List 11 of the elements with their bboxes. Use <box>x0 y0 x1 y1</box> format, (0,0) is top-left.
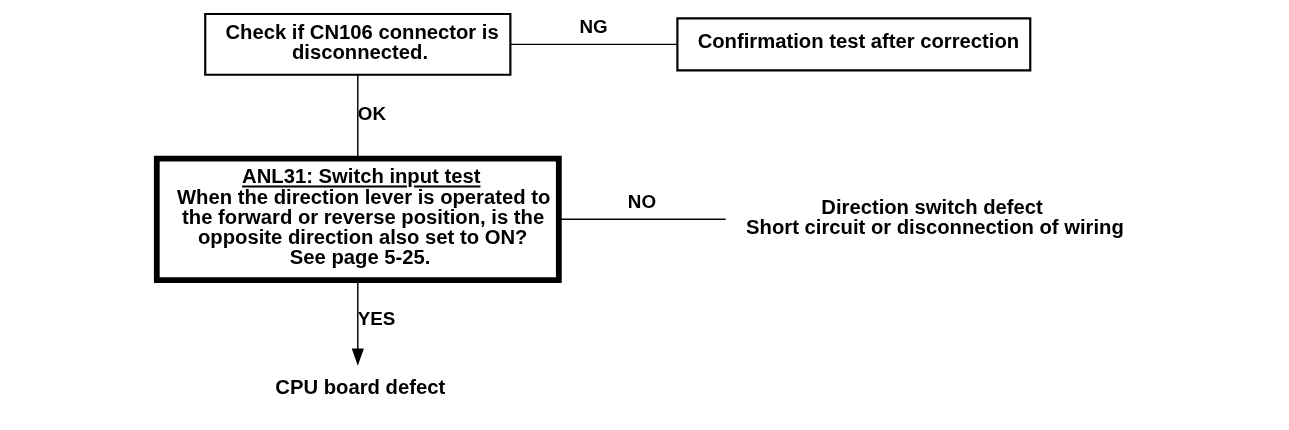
edge-label: NO <box>627 191 657 213</box>
connector <box>509 43 678 46</box>
node-box: ANL31: Switch input test When the direction lever is operated to the forward or reverse position, is the opposite direction also set to ON? See page 5-25. <box>153 155 562 283</box>
node-box: Check if CN106 connector is disconnected. <box>204 12 512 76</box>
edge-label: YES <box>357 308 396 330</box>
connector <box>558 218 727 221</box>
node-text: CPU board defect <box>275 375 446 398</box>
edge-label: NG <box>579 16 608 38</box>
edge-label: OK <box>357 103 386 125</box>
node-text: Direction switch defect Short circuit or disconnection of wiring <box>746 195 1124 239</box>
node-box: Confirmation test after correction <box>676 17 1032 72</box>
